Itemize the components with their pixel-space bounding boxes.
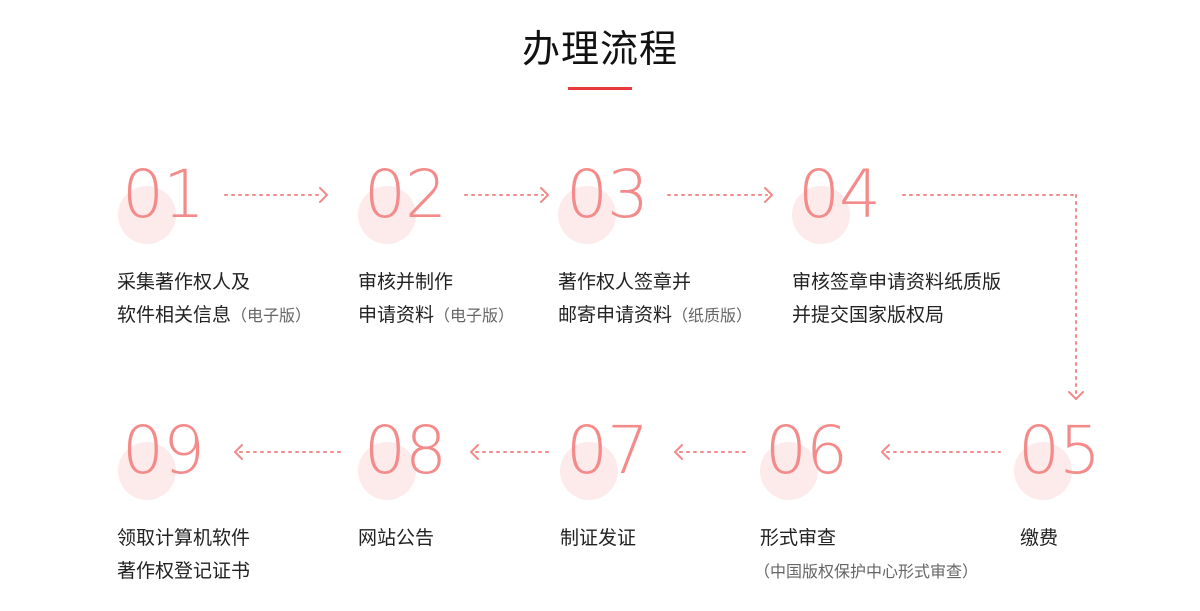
step-label: 网站公告 (358, 522, 434, 555)
step-label-line2: 著作权登记证书 (117, 560, 251, 582)
step-label: 形式审查 （中国版权保护中心形式审查） (754, 522, 978, 588)
step-circle (760, 442, 818, 500)
step-number: 01 (122, 156, 205, 233)
step-label-line2: 申请资料 (358, 304, 435, 326)
step-label-line1: 缴费 (1020, 527, 1059, 549)
arrowhead-right-icon (319, 187, 328, 203)
title-underline (568, 87, 632, 90)
step-label: 制证发证 (560, 522, 636, 555)
step-number: 07 (566, 412, 649, 489)
step-number: 05 (1018, 412, 1101, 489)
step-label-line1: 著作权人签章并 (558, 271, 692, 293)
step-label-line1: 形式审查 (760, 527, 837, 549)
step-label-line1: 审核并制作 (358, 271, 454, 293)
step-note: （电子版） (434, 306, 515, 325)
step-note: （中国版权保护中心形式审查） (754, 562, 979, 581)
step-circle (1014, 442, 1072, 500)
step-label-line1: 网站公告 (358, 527, 435, 549)
step-label: 领取计算机软件 著作权登记证书 (117, 522, 250, 588)
step-label-line1: 审核签章申请资料纸质版 (792, 271, 1002, 293)
step-circle (358, 442, 416, 500)
step-label: 审核并制作 申请资料（电子版） (358, 266, 514, 332)
step-label-line1: 制证发证 (560, 527, 637, 549)
step-circle (118, 186, 176, 244)
step-circle (560, 442, 618, 500)
step-number: 04 (798, 156, 881, 233)
arrowhead-right-icon (764, 187, 773, 203)
step-note: （纸质版） (672, 306, 753, 325)
step-label-line1: 采集著作权人及 (117, 271, 251, 293)
step-label: 审核签章申请资料纸质版 并提交国家版权局 (792, 266, 1001, 332)
arrowhead-down-icon (1068, 391, 1084, 400)
step-note: （电子版） (231, 306, 312, 325)
step-label-line2: 邮寄申请资料 (558, 304, 673, 326)
arrowhead-right-icon (540, 187, 549, 203)
step-label-line2: 软件相关信息 (117, 304, 232, 326)
step-label-line2: 并提交国家版权局 (792, 304, 945, 326)
step-number: 06 (765, 412, 848, 489)
step-number: 03 (566, 156, 649, 233)
arrowhead-left-icon (881, 444, 890, 460)
step-number: 09 (122, 412, 205, 489)
step-label: 著作权人签章并 邮寄申请资料（纸质版） (558, 266, 752, 332)
step-number: 02 (364, 156, 447, 233)
arrowhead-left-icon (234, 444, 243, 460)
step-circle (558, 186, 616, 244)
step-label-line1: 领取计算机软件 (117, 527, 251, 549)
step-number: 08 (364, 412, 447, 489)
step-label: 缴费 (1020, 522, 1058, 555)
arrowhead-left-icon (470, 444, 479, 460)
arrowhead-left-icon (674, 444, 683, 460)
step-label: 采集著作权人及 软件相关信息（电子版） (117, 266, 311, 332)
step-circle (358, 186, 416, 244)
step-circle (792, 186, 850, 244)
step-circle (118, 442, 176, 500)
page-title: 办理流程 (521, 27, 678, 71)
